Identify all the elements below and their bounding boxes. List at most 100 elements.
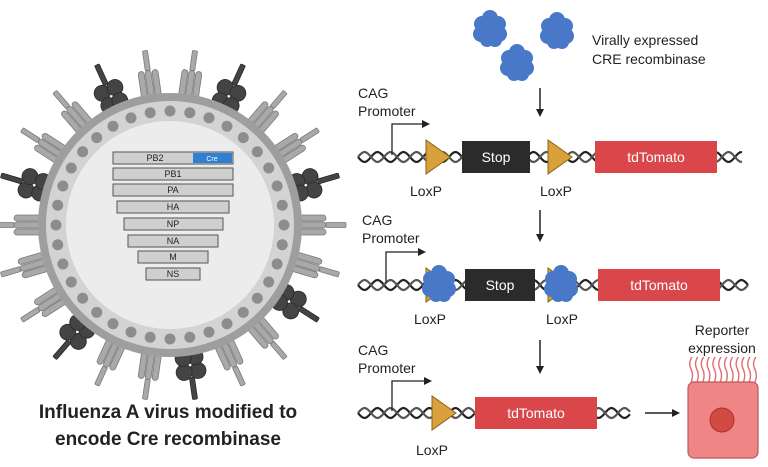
loxp-label: LoxP [410,183,442,199]
construct-3: CAG Promoter tdTomato LoxP [357,342,680,458]
cilium [747,356,752,384]
cilium [706,356,711,384]
matrix-dot [107,318,119,330]
construct-2: CAG Promoter Stop tdTomato LoxP LoxP [357,212,749,327]
svg-text:NA: NA [167,236,180,246]
cilium [735,356,740,384]
tdtomato-label: tdTomato [630,277,688,293]
promoter-label-line2: Promoter [358,360,416,376]
svg-text:NS: NS [167,269,180,279]
svg-text:PA: PA [167,185,178,195]
matrix-dot [57,258,69,270]
svg-text:PB2: PB2 [146,153,163,163]
matrix-dot [65,276,77,288]
matrix-dot [278,219,290,231]
influenza-virion: PB2 Cre PB1 PA HA NP NA [0,48,347,402]
cre-insert-label: Cre [206,156,217,163]
matrix-dot [276,199,288,211]
stop-label: Stop [486,277,515,293]
matrix-dot [144,107,156,119]
svg-text:NP: NP [167,219,180,229]
matrix-dot [276,239,288,251]
matrix-dot [251,292,263,304]
cilium [712,356,717,384]
cilium [729,356,734,384]
tdtomato-gene [475,397,597,429]
matrix-dot [107,120,119,132]
cell-nucleus [709,407,735,433]
cilium [718,356,723,384]
segment-ha: HA [116,200,230,214]
matrix-dot [221,120,233,132]
matrix-dot [221,318,233,330]
cell-cilia [689,356,757,384]
reporter-label-line1: Reporter [695,322,750,338]
loxp-triangle [425,139,451,175]
stop-label: Stop [482,149,511,165]
cre-insert [193,153,232,163]
matrix-dot [125,326,137,338]
matrix-dot [144,331,156,343]
segment-m: M [137,250,209,264]
svg-text:HA: HA [167,202,180,212]
promoter-label-line1: CAG [362,212,392,228]
virus-caption-line1: Influenza A virus modified to [39,402,297,423]
tdtomato-label: tdTomato [507,405,565,421]
construct-1: CAG Promoter Stop tdTomato LoxP LoxP [357,85,743,199]
matrix-dot [52,199,64,211]
promoter-arrow [391,120,430,155]
matrix-dot [184,107,196,119]
matrix-dot [251,146,263,158]
matrix-dot [263,276,275,288]
matrix-dot [164,105,176,117]
loxp-label: LoxP [540,183,572,199]
virus-caption-line2: encode Cre recombinase [55,429,281,450]
hemagglutinin-spike [0,214,45,236]
tdtomato-gene [595,141,717,173]
loxp-label: LoxP [414,311,446,327]
cre-protein-cluster [473,10,574,81]
hemagglutinin-spike [295,214,347,236]
segment-pb2: PB2 Cre [112,151,234,165]
promoter-arrow [391,377,432,411]
loxp-triangle [547,139,573,175]
cilium [694,356,699,384]
matrix-dot [271,258,283,270]
stop-cassette [462,141,530,173]
tdtomato-label: tdTomato [627,149,685,165]
segment-na: NA [127,234,219,248]
matrix-dot [91,306,103,318]
matrix-dot [184,331,196,343]
cilium [741,356,746,384]
matrix-dot [52,239,64,251]
matrix-dot [65,162,77,174]
matrix-dot [50,219,62,231]
svg-text:M: M [169,252,177,262]
tdtomato-gene [598,269,720,301]
matrix-dot [164,333,176,345]
matrix-dot [203,112,215,124]
rna-segments: PB2 Cre PB1 PA HA NP NA [112,151,234,281]
stop-cassette [465,269,535,301]
cilium [700,356,705,384]
loxp-label: LoxP [416,442,448,458]
matrix-dot [271,180,283,192]
loxp-label: LoxP [546,311,578,327]
promoter-arrow [385,248,426,283]
matrix-dot [237,132,249,144]
segment-np: NP [123,217,224,231]
matrix-dot [263,162,275,174]
matrix-dot [237,306,249,318]
promoter-label-line2: Promoter [362,230,420,246]
promoter-label-line1: CAG [358,85,388,101]
matrix-dot [125,112,137,124]
matrix-dot [77,292,89,304]
cre-label-line2: CRE recombinase [592,51,706,67]
reporter-cell [687,356,759,459]
segment-ns: NS [145,267,201,281]
loxp-triangle [431,395,457,431]
matrix-dot [203,326,215,338]
matrix-dot [91,132,103,144]
cilium [752,356,757,384]
reporter-label-line2: expression [688,340,756,356]
